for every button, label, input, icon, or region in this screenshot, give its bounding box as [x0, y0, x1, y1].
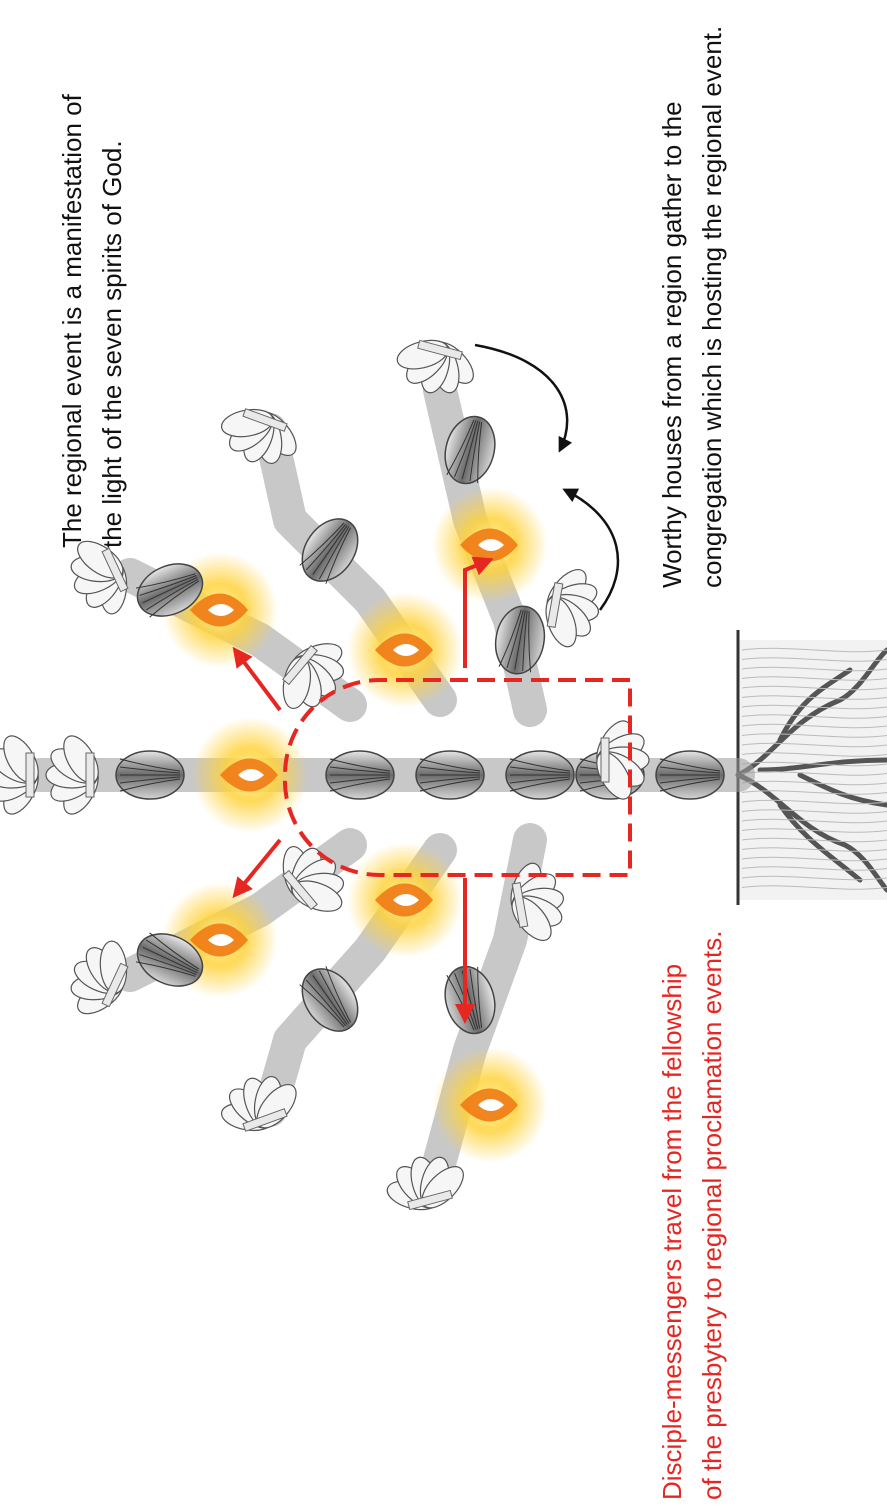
worthy-houses-caption-line2: congregation which is hosting the region… — [692, 26, 732, 588]
disciple-messengers-caption-line2: of the presbytery to regional proclamati… — [692, 931, 732, 1500]
flower-bud-icon — [416, 751, 484, 799]
roots-icon — [738, 630, 887, 905]
flower-bud-icon — [656, 751, 724, 799]
disciple-messengers-caption: Disciple-messengers travel from the fell… — [652, 931, 732, 1500]
flower-bud-icon — [506, 751, 574, 799]
calyx — [601, 738, 609, 782]
calyx — [86, 753, 94, 797]
disciple-messengers-caption-line1: Disciple-messengers travel from the fell… — [652, 931, 692, 1500]
calyx — [26, 753, 34, 797]
regional-event-caption-line1: The regional event is a manifestation of — [52, 94, 92, 548]
flame-icon — [347, 842, 463, 958]
flame-icon — [432, 1047, 548, 1163]
flower-blossom-icon — [45, 730, 105, 819]
regional-event-caption-line2: the light of the seven spirits of God. — [92, 94, 132, 548]
flower-bud-icon — [326, 751, 394, 799]
flame-icon — [347, 592, 463, 708]
flame-icon — [432, 487, 548, 603]
regional-event-caption: The regional event is a manifestation of… — [52, 94, 132, 548]
flower-bud-icon — [116, 751, 184, 799]
worthy-houses-caption-line1: Worthy houses from a region gather to th… — [652, 26, 692, 588]
worthy-houses-caption: Worthy houses from a region gather to th… — [652, 26, 732, 588]
flower-blossom-icon — [208, 390, 312, 477]
flower-blossom-icon — [0, 730, 45, 819]
